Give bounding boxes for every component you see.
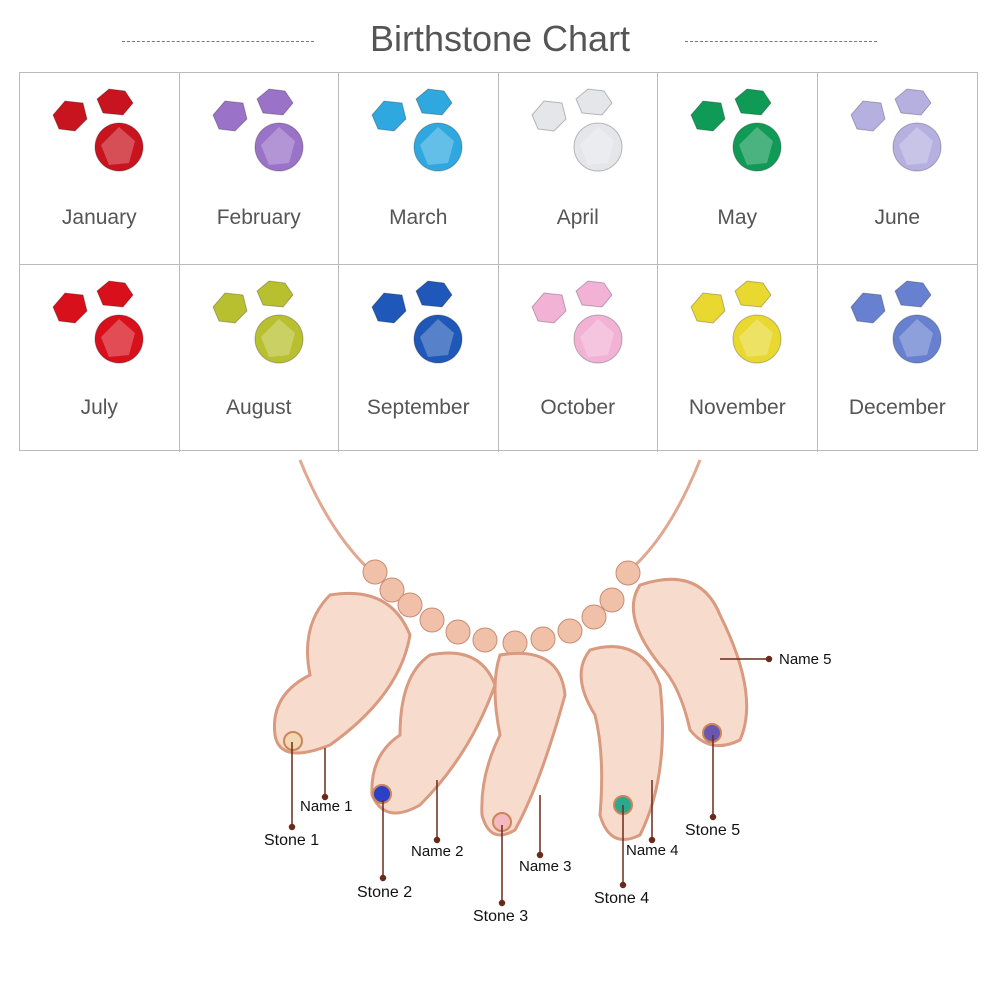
- month-label: July: [80, 396, 118, 419]
- label-name-4: Name 4: [626, 842, 679, 859]
- gemstones-icon: [211, 88, 303, 172]
- bead: [502, 630, 528, 656]
- stone-1: [283, 731, 303, 751]
- label-name-2: Name 2: [411, 843, 464, 860]
- gemstones-icon: [530, 88, 622, 172]
- month-label: March: [389, 206, 448, 229]
- bead: [379, 577, 405, 603]
- gemstones-icon: [211, 280, 303, 364]
- beads: [362, 559, 641, 656]
- bead: [599, 587, 625, 613]
- month-cell-october: October: [499, 265, 658, 452]
- label-stone-4: Stone 4: [594, 890, 650, 907]
- birthstone-grid: January February March April May June Ju…: [19, 72, 978, 452]
- month-cell-december: December: [818, 265, 978, 452]
- label-name-3: Name 3: [519, 858, 572, 875]
- month-label: February: [216, 206, 301, 229]
- label-stone-2: Stone 2: [357, 884, 413, 901]
- bead: [362, 559, 388, 585]
- month-cell-july: July: [20, 265, 180, 452]
- bead: [445, 619, 471, 645]
- gemstones-icon: [849, 280, 941, 364]
- divider-right: [685, 41, 877, 42]
- label-stone-5: Stone 5: [685, 822, 741, 839]
- bead: [530, 626, 556, 652]
- stone-2: [372, 784, 392, 804]
- month-label: April: [556, 206, 599, 229]
- month-cell-august: August: [180, 265, 339, 452]
- month-cell-february: February: [179, 73, 339, 265]
- month-label: January: [61, 206, 137, 229]
- label-name-1: Name 1: [300, 798, 353, 815]
- gemstones-icon: [690, 88, 782, 172]
- gemstones-icon: [371, 280, 463, 364]
- feet-charms: [272, 577, 749, 841]
- gemstones-icon: [52, 280, 144, 364]
- label-name-5: Name 5: [779, 651, 832, 668]
- bead: [397, 592, 423, 618]
- month-cell-march: March: [339, 73, 499, 265]
- callout-lines: [288, 655, 773, 907]
- month-label: October: [540, 396, 616, 419]
- bead: [472, 627, 498, 653]
- charm-stones: [283, 723, 722, 832]
- month-label: August: [226, 396, 292, 419]
- necklace-illustration: [272, 459, 773, 907]
- gemstones-icon: [849, 88, 941, 172]
- label-stone-3: Stone 3: [473, 908, 529, 925]
- chain: [298, 459, 702, 577]
- month-cell-september: September: [339, 265, 499, 452]
- divider-left: [122, 41, 314, 42]
- month-label: September: [366, 396, 470, 419]
- bead: [419, 607, 445, 633]
- gemstones-icon: [690, 280, 782, 364]
- month-cell-june: June: [817, 73, 977, 265]
- month-label: June: [874, 206, 921, 229]
- month-cell-november: November: [658, 265, 818, 452]
- month-label: May: [717, 206, 758, 229]
- gemstones-icon: [371, 88, 463, 172]
- month-cell-january: January: [20, 73, 180, 265]
- gemstones-icon: [530, 280, 622, 364]
- chart-title: Birthstone Chart: [369, 18, 631, 59]
- gemstones-icon: [52, 88, 144, 172]
- month-cell-april: April: [498, 73, 658, 265]
- bead: [557, 618, 583, 644]
- label-stone-1: Stone 1: [264, 832, 320, 849]
- month-label: December: [848, 396, 946, 419]
- stone-5: [702, 723, 722, 743]
- month-cell-may: May: [658, 73, 818, 265]
- month-label: November: [688, 396, 786, 419]
- bead: [615, 560, 641, 586]
- bead: [581, 604, 607, 630]
